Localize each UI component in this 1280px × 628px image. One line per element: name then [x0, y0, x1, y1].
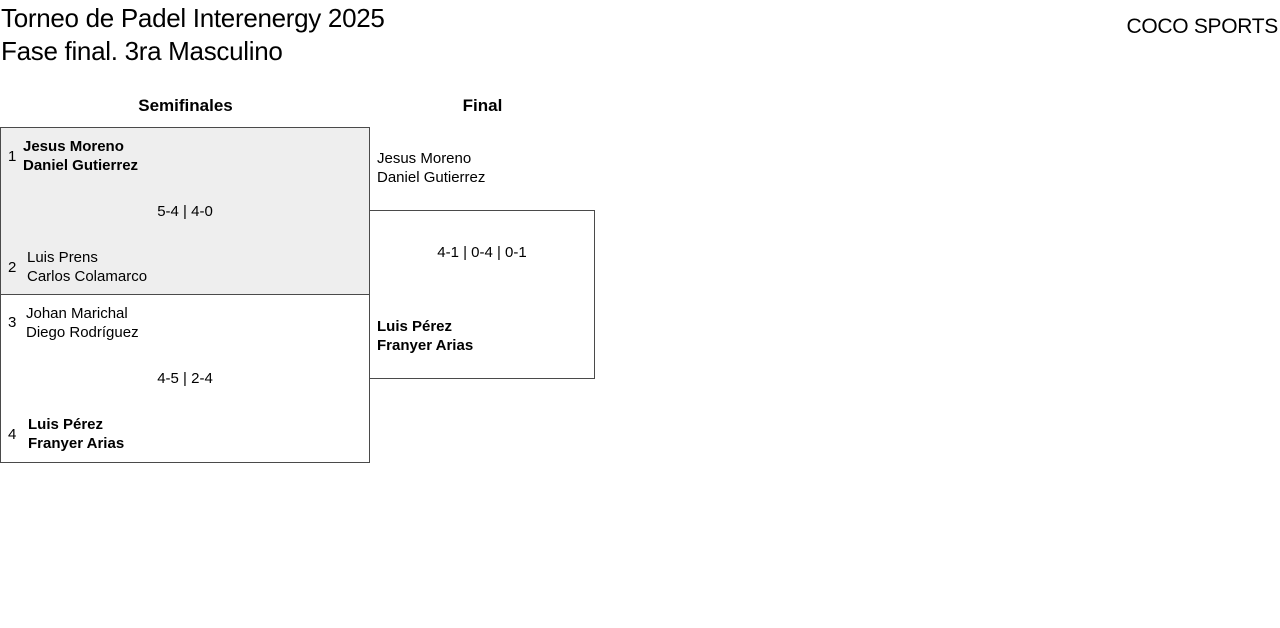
player-name: Daniel Gutierrez — [23, 157, 139, 174]
player-name: Luis Prens — [27, 249, 98, 266]
final-team-top: Jesus Moreno Daniel Gutierrez — [377, 149, 485, 187]
player-name: Carlos Colamarco — [27, 268, 148, 285]
team-entry: Johan Marichal Diego Rodríguez — [26, 304, 139, 342]
team-seed: 3 — [8, 314, 17, 331]
player-name: Johan Marichal — [26, 305, 128, 322]
match-score: 4-1 | 0-4 | 0-1 — [437, 244, 527, 261]
page-title: Torneo de Padel Interenergy 2025 Fase fi… — [1, 2, 385, 68]
player-name: Jesus Moreno — [377, 150, 472, 167]
tournament-title: Torneo de Padel Interenergy 2025 — [1, 3, 385, 33]
semifinal-match-2[interactable]: 3 Johan Marichal Diego Rodríguez 4-5 | 2… — [0, 294, 370, 463]
team-seed: 4 — [8, 426, 17, 443]
team-entry-winner: Luis Pérez Franyer Arias — [28, 415, 124, 453]
final-team-winner: Luis Pérez Franyer Arias — [377, 317, 473, 355]
round-label-semifinals: Semifinales — [138, 96, 233, 115]
team-entry: Luis Prens Carlos Colamarco — [27, 248, 147, 286]
match-score: 5-4 | 4-0 — [157, 203, 213, 220]
team-seed: 2 — [8, 259, 17, 276]
semifinal-match-1[interactable]: 1 Jesus Moreno Daniel Gutierrez 5-4 | 4-… — [0, 127, 370, 295]
player-name: Jesus Moreno — [23, 138, 124, 155]
final-match[interactable]: 4-1 | 0-4 | 0-1 Luis Pérez Franyer Arias — [369, 210, 595, 379]
phase-subtitle: Fase final. 3ra Masculino — [1, 36, 283, 66]
player-name: Luis Pérez — [28, 416, 104, 433]
player-name: Diego Rodríguez — [26, 324, 139, 341]
player-name: Franyer Arias — [28, 435, 125, 452]
round-label-final: Final — [462, 96, 503, 115]
player-name: Luis Pérez — [377, 318, 453, 335]
player-name: Franyer Arias — [377, 337, 474, 354]
brand-logo-text: COCO SPORTS — [1126, 15, 1278, 38]
team-seed: 1 — [8, 148, 17, 165]
player-name: Daniel Gutierrez — [377, 169, 486, 186]
match-score: 4-5 | 2-4 — [157, 370, 213, 387]
team-entry-winner: Jesus Moreno Daniel Gutierrez — [23, 137, 138, 175]
